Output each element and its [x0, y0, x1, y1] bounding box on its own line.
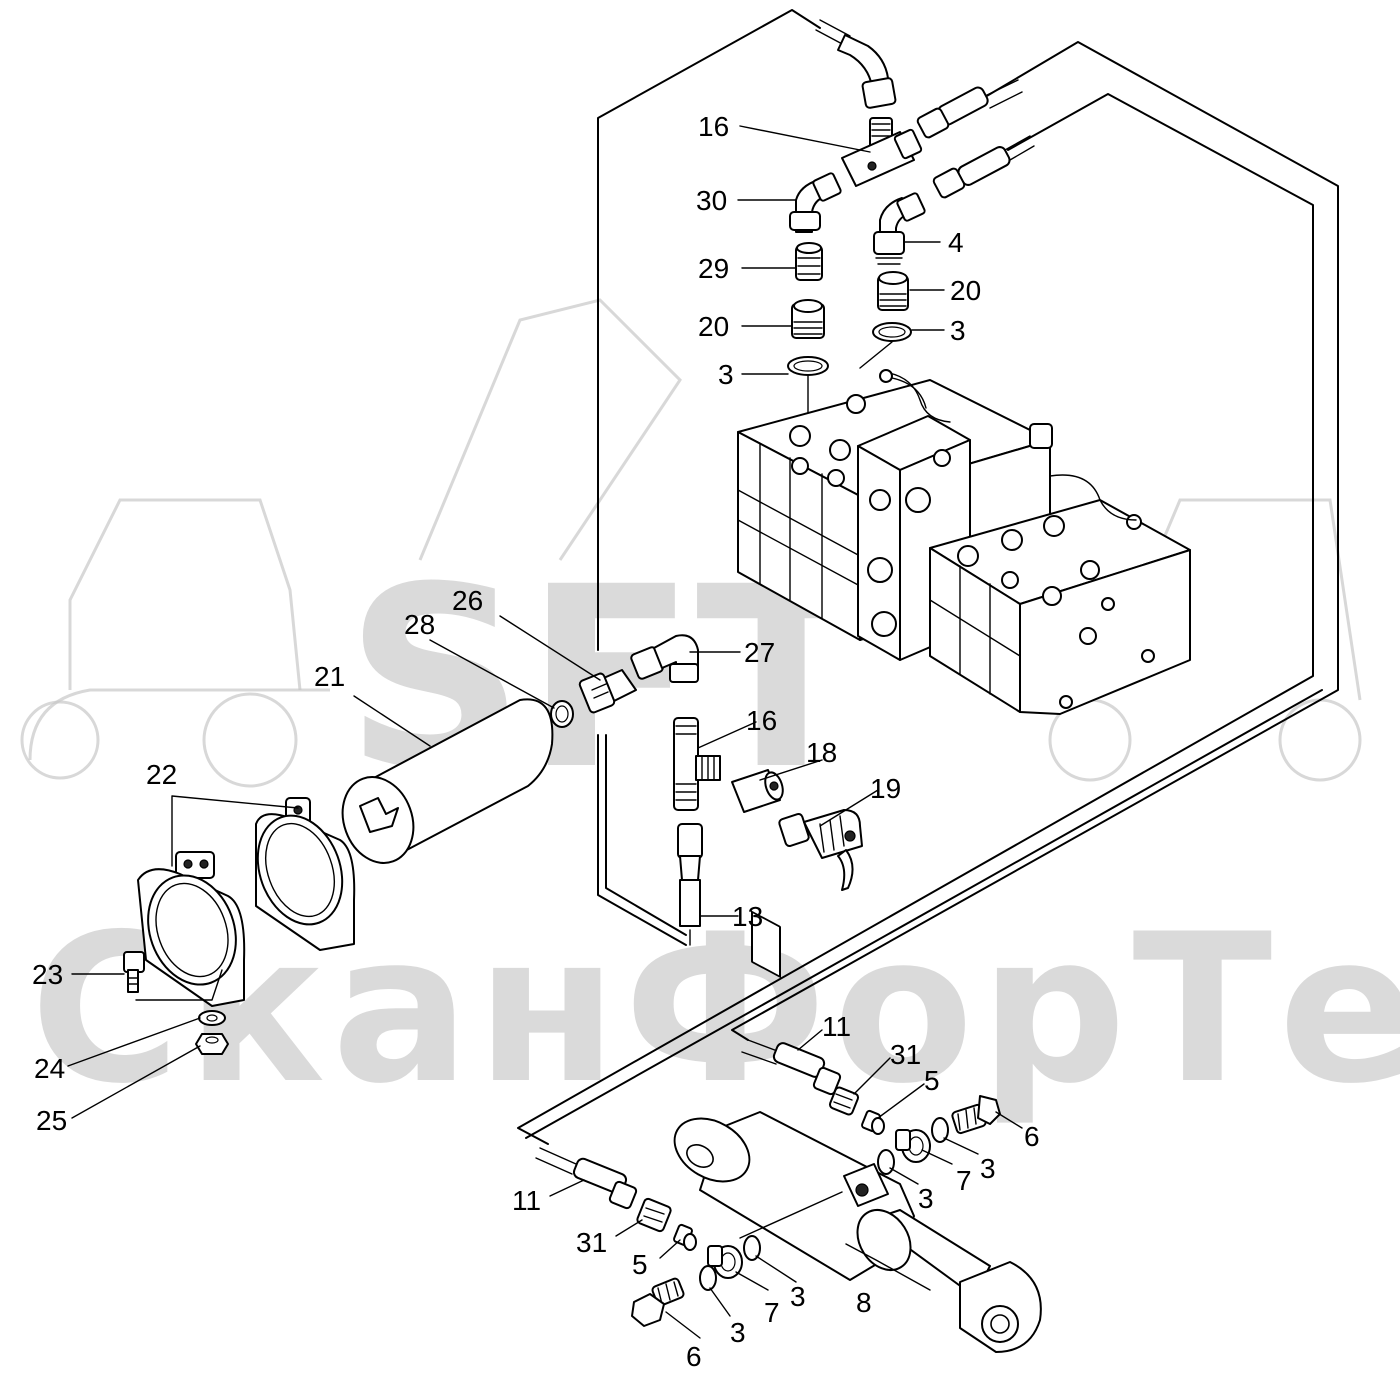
- o-ring-3-cyl-b: [931, 1117, 949, 1143]
- part-label: 20: [950, 275, 981, 306]
- hydraulic-cylinder-8: [673, 1111, 1042, 1353]
- test-hose-13: [677, 823, 703, 946]
- part-label: 31: [890, 1039, 921, 1070]
- part-label: 26: [452, 585, 483, 616]
- o-ring-3-cyl-d: [743, 1235, 761, 1261]
- watermark: SFT СканФорТек: [20, 298, 1400, 1129]
- part-label: 13: [732, 901, 763, 932]
- adapter-20-left: [791, 299, 825, 339]
- cylinder-fittings-upper: [741, 1039, 1001, 1175]
- part-label: 16: [746, 705, 777, 736]
- clamp-22-rear: [255, 797, 356, 951]
- hose-elbow-top: [837, 34, 889, 87]
- o-ring-3-cyl-c: [699, 1265, 717, 1291]
- part-label: 24: [34, 1053, 65, 1084]
- nut-25: [195, 1033, 229, 1055]
- part-label: 19: [870, 773, 901, 804]
- hose-route-right-inner: [517, 93, 1314, 1145]
- adapter-20-right: [877, 271, 909, 311]
- restrictor-5-lower: [673, 1223, 697, 1251]
- cylinder-fittings-lower: [535, 1147, 761, 1327]
- part-label: 11: [512, 1185, 541, 1216]
- part-label: 4: [948, 227, 964, 258]
- part-label: 21: [314, 661, 345, 692]
- clamp-22-front: [137, 851, 246, 1007]
- part-label: 3: [730, 1317, 746, 1348]
- banjo-7-lower: [707, 1245, 743, 1279]
- part-label: 20: [698, 311, 729, 342]
- part-label: 25: [36, 1105, 67, 1136]
- part-label: 3: [790, 1281, 806, 1312]
- o-ring-3-cyl-a: [877, 1149, 895, 1175]
- hose-routes: [517, 9, 1339, 1145]
- part-label: 30: [696, 185, 727, 216]
- banjo-7-upper: [895, 1129, 931, 1163]
- part-label: 23: [32, 959, 63, 990]
- part-label: 11: [822, 1011, 851, 1042]
- hose-route-left-lower: [597, 734, 687, 946]
- leader-lines: [67, 125, 1023, 1339]
- restrictor-5-upper: [861, 1109, 885, 1135]
- tee-fitting-16-upper: [841, 117, 923, 187]
- top-hose-fittings: [815, 19, 1035, 199]
- part-label: 27: [744, 637, 775, 668]
- part-label: 31: [576, 1227, 607, 1258]
- valve-block-bolts: [789, 394, 1155, 709]
- hose-route-right-outer: [731, 41, 1339, 1041]
- adapter-26: [578, 669, 637, 714]
- coupler-18: [731, 769, 784, 813]
- elbow-fitting-30: [789, 172, 842, 233]
- tee-fitting-16-lower: [673, 717, 721, 811]
- elbow-fitting-27: [630, 634, 699, 683]
- in-line-filter-21: [341, 698, 554, 864]
- part-label: 6: [686, 1341, 702, 1372]
- watermark-machine-outline: [20, 298, 1362, 788]
- bolt-23: [123, 951, 145, 993]
- part-label: 29: [698, 253, 729, 284]
- control-valve-block: [737, 369, 1191, 978]
- quick-coupling-19: [778, 809, 863, 891]
- part-label: 7: [956, 1165, 972, 1196]
- nut-31-lower: [636, 1197, 672, 1233]
- part-label: 22: [146, 759, 177, 790]
- part-label: 8: [856, 1287, 872, 1318]
- upper-fittings: [787, 117, 926, 431]
- part-label: 7: [764, 1297, 780, 1328]
- hose-route-left: [597, 9, 821, 651]
- plug-6-upper: [951, 1095, 1001, 1135]
- watermark-company-name: СканФорТек: [30, 891, 1400, 1129]
- elbow-fitting-4: [873, 192, 926, 265]
- part-label: 6: [1024, 1121, 1040, 1152]
- part-label: 3: [980, 1153, 996, 1184]
- part-label: 28: [404, 609, 435, 640]
- part-label: 16: [698, 111, 729, 142]
- nipple-29: [795, 242, 823, 281]
- part-label: 3: [918, 1183, 934, 1214]
- part-labels: 16 30 4 29 20 20 3 3 26 28 27 21 16 18 1…: [32, 111, 1040, 1372]
- part-label: 5: [924, 1065, 940, 1096]
- hose-end-right-b: [957, 146, 1011, 186]
- part-label: 5: [632, 1249, 648, 1280]
- part-label: 3: [950, 315, 966, 346]
- part-label: 18: [806, 737, 837, 768]
- plug-6-lower: [631, 1277, 685, 1327]
- part-label: 3: [718, 359, 734, 390]
